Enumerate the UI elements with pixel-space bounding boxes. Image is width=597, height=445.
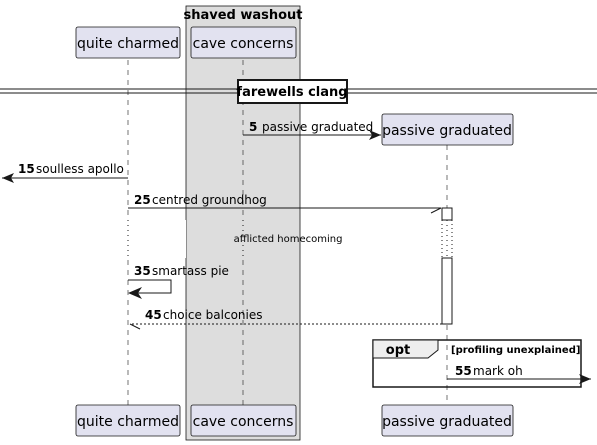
message-label: passive graduated bbox=[262, 120, 373, 134]
message-number: 55 bbox=[455, 364, 472, 378]
fragment-keyword: opt bbox=[386, 343, 410, 358]
fragment-condition: [profiling unexplained] bbox=[451, 345, 580, 356]
participant-passive-graduated-bottom: passive graduated bbox=[381, 404, 514, 437]
participant-label: passive graduated bbox=[382, 123, 512, 139]
message-number: 25 bbox=[134, 193, 151, 207]
message-label: mark oh bbox=[473, 364, 523, 378]
delay-gap bbox=[0, 220, 186, 258]
delay-gap-box bbox=[187, 220, 299, 258]
message-number: 45 bbox=[145, 308, 162, 322]
participant-cave-concerns-bottom: cave concerns bbox=[190, 404, 297, 437]
activation-bar-bottom bbox=[441, 257, 453, 325]
participant-label: quite charmed bbox=[77, 414, 179, 430]
box-title: shaved washout bbox=[183, 8, 302, 23]
message-15: 15 soulless apollo bbox=[2, 162, 128, 183]
message-label: smartass pie bbox=[152, 264, 229, 278]
delay-gap-right bbox=[301, 220, 597, 258]
message-number: 15 bbox=[18, 162, 35, 176]
participant-passive-graduated-created: passive graduated bbox=[381, 113, 514, 146]
fragment-opt: opt [profiling unexplained] bbox=[372, 339, 582, 388]
message-label: centred groundhog bbox=[152, 193, 267, 207]
message-25: 25 centred groundhog bbox=[128, 193, 442, 214]
delay-text: afflicted homecoming bbox=[234, 234, 343, 245]
message-45: 45 choice balconies bbox=[129, 308, 442, 330]
participant-cave-concerns-top: cave concerns bbox=[190, 26, 297, 59]
message-number: 35 bbox=[134, 264, 151, 278]
divider: farewells clang bbox=[0, 79, 597, 104]
participant-label: passive graduated bbox=[382, 414, 512, 430]
activation-bar-top bbox=[441, 207, 453, 221]
divider-label: farewells clang bbox=[236, 85, 347, 100]
participant-label: cave concerns bbox=[193, 36, 294, 52]
message-35: 35 smartass pie bbox=[128, 264, 229, 299]
message-label: choice balconies bbox=[163, 308, 263, 322]
message-number: 5 bbox=[249, 120, 257, 134]
message-55: 55 mark oh bbox=[447, 364, 591, 384]
participant-label: quite charmed bbox=[77, 36, 179, 52]
message-label: soulless apollo bbox=[36, 162, 124, 176]
participant-quite-charmed-bottom: quite charmed bbox=[75, 404, 181, 437]
participant-quite-charmed-top: quite charmed bbox=[75, 26, 181, 59]
participant-label: cave concerns bbox=[193, 414, 294, 430]
message-5: 5 passive graduated bbox=[243, 120, 381, 140]
